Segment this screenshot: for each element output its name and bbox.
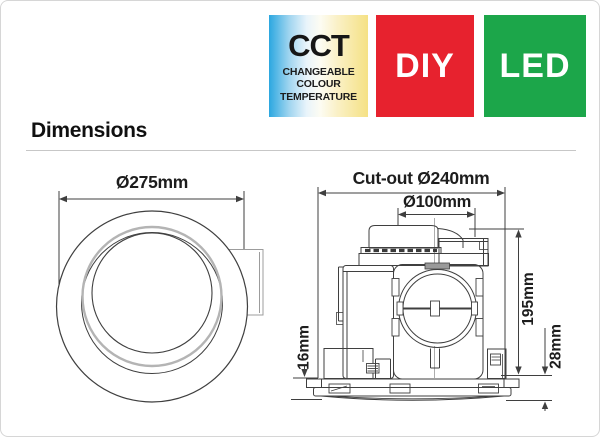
- side-view: [291, 187, 552, 411]
- badge-led: LED: [484, 15, 586, 117]
- front-view: [55, 191, 264, 403]
- side-view-fascia: [306, 378, 520, 401]
- badge-cct-subtitle: CHANGEABLE COLOUR TEMPERATURE: [280, 66, 357, 104]
- badge-diy: DIY: [376, 15, 474, 117]
- badge-cct-line1: CHANGEABLE: [282, 65, 355, 78]
- badge-cct: CCT CHANGEABLE COLOUR TEMPERATURE: [269, 15, 368, 117]
- cutout-diameter-label: Cut-out Ø240mm: [352, 168, 490, 188]
- section-title: Dimensions: [31, 119, 148, 142]
- front-view-glass-ring: [91, 232, 213, 354]
- body-height-label: 195mm: [520, 272, 537, 326]
- badge-diy-label: DIY: [395, 46, 455, 85]
- front-diameter-label: Ø275mm: [115, 172, 189, 192]
- badge-cct-line3: TEMPERATURE: [280, 90, 357, 103]
- section-divider: [26, 150, 576, 151]
- profile-height-label: 16mm: [295, 325, 313, 370]
- side-view-unit: [323, 218, 507, 380]
- flange-height-label: 28mm: [547, 324, 565, 369]
- badge-cct-line2: COLOUR: [296, 78, 341, 91]
- badge-led-label: LED: [499, 46, 571, 85]
- duct-diameter-label: Ø100mm: [403, 193, 471, 211]
- badge-cct-title: CCT: [288, 27, 350, 63]
- front-view-gray-ring: [81, 225, 223, 368]
